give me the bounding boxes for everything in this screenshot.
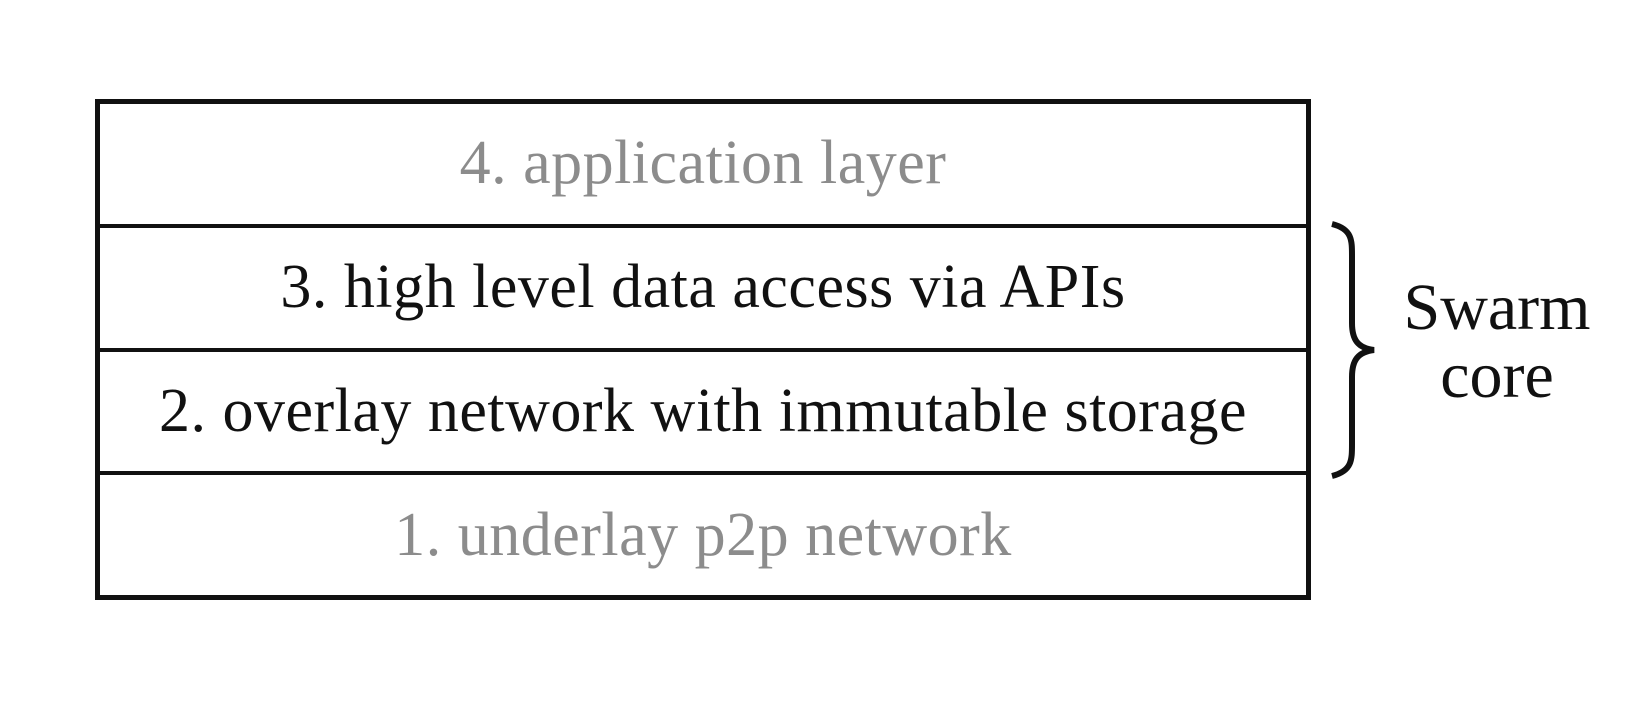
layer-row-application: 4. application layer [100, 104, 1306, 228]
layer-row-underlay-network: 1. underlay p2p network [100, 475, 1306, 595]
layer-row-data-access: 3. high level data access via APIs [100, 228, 1306, 352]
layer-label-underlay-network: 1. underlay p2p network [394, 500, 1012, 569]
swarm-core-label-line2: core [1440, 338, 1554, 412]
swarm-core-label-line1: Swarm [1403, 271, 1591, 344]
swarm-core-label: Swarm core [1377, 274, 1617, 410]
layer-label-application: 4. application layer [459, 129, 947, 198]
layer-stack-box: 4. application layer 3. high level data … [95, 99, 1311, 600]
layer-label-overlay-network: 2. overlay network with immutable storag… [158, 376, 1247, 445]
layer-row-overlay-network: 2. overlay network with immutable storag… [100, 352, 1306, 476]
layer-label-data-access: 3. high level data access via APIs [280, 253, 1126, 322]
curly-brace-icon [1331, 221, 1375, 479]
